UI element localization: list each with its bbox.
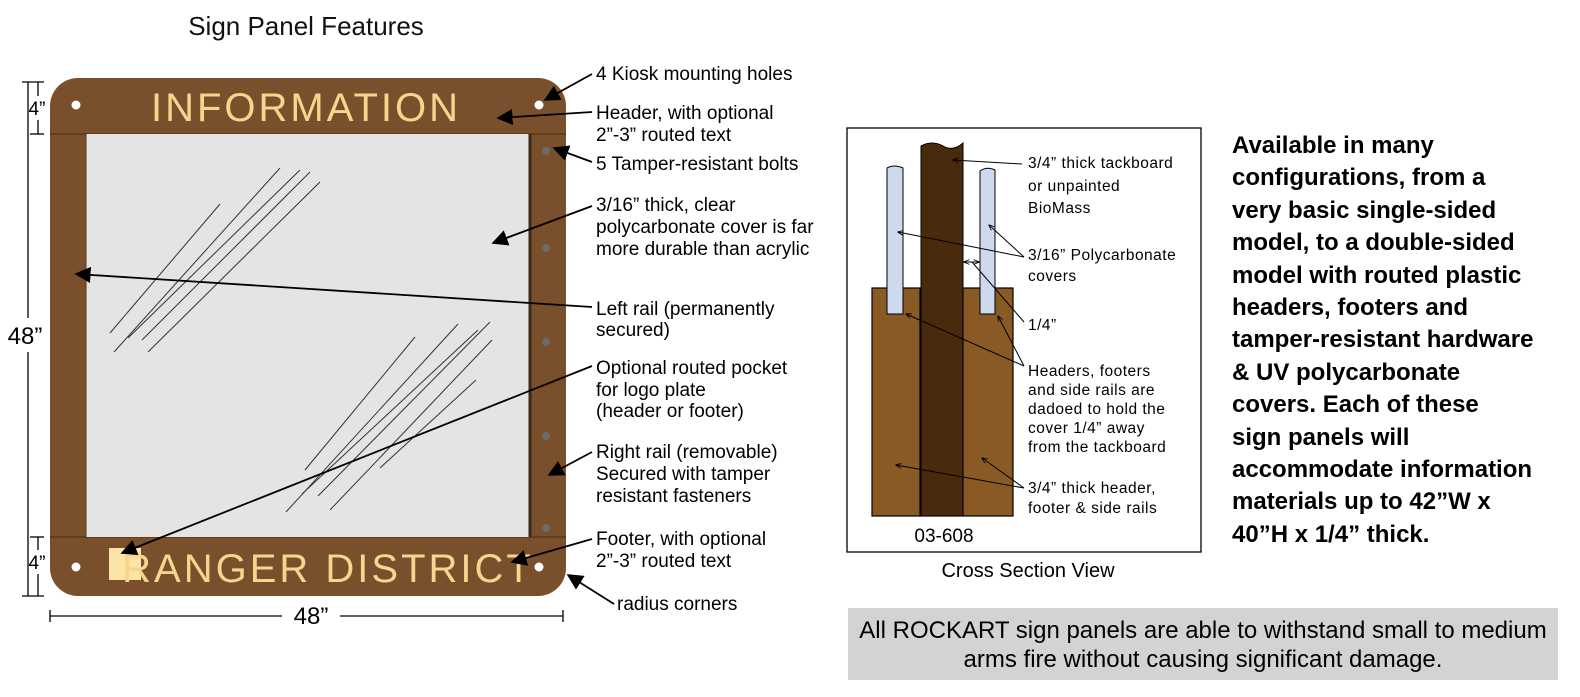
callout-cover: 3/16” thick, clear polycarbonate cover i…	[596, 195, 814, 260]
mounting-holes	[71, 100, 544, 572]
callout-header: Header, with optional 2”-3” routed text	[596, 103, 773, 146]
svg-text:2”-3” routed text: 2”-3” routed text	[596, 551, 732, 572]
svg-text:Optional routed pocket: Optional routed pocket	[596, 358, 788, 379]
callout-radius-corners: radius corners	[617, 594, 737, 615]
svg-text:from the tackboard: from the tackboard	[1028, 439, 1166, 456]
description-line: very basic single-sided	[1232, 196, 1497, 224]
cs-label-gap: 1/4”	[1028, 317, 1057, 334]
svg-text:secured): secured)	[596, 320, 670, 341]
callout-left-rail: Left rail (permanently secured)	[596, 299, 775, 341]
tamper-bolts	[542, 147, 550, 532]
svg-text:4 Kiosk mounting holes: 4 Kiosk mounting holes	[596, 64, 792, 85]
svg-text:footer & side rails: footer & side rails	[1028, 500, 1157, 517]
svg-text:Footer, with optional: Footer, with optional	[596, 529, 766, 550]
description-line: headers, footers and	[1232, 294, 1469, 322]
svg-text:radius corners: radius corners	[617, 594, 737, 615]
callout-mounting-holes: 4 Kiosk mounting holes	[596, 64, 792, 85]
svg-text:Secured with tamper: Secured with tamper	[596, 464, 771, 485]
polycarb-left	[886, 165, 904, 315]
cs-label-rails: 3/4” thick header, footer & side rails	[1028, 480, 1157, 517]
callout-footer: Footer, with optional 2”-3” routed text	[596, 529, 766, 572]
description-line: tamper-resistant hardware	[1232, 326, 1534, 354]
cs-label-tackboard: 3/4” thick tackboard or unpainted BioMas…	[1028, 155, 1173, 217]
description-line: & UV polycarbonate	[1232, 358, 1461, 386]
svg-text:cover 1/4” away: cover 1/4” away	[1028, 420, 1145, 437]
svg-text:3/4” thick tackboard: 3/4” thick tackboard	[1028, 155, 1173, 172]
part-number: 03-608	[914, 526, 973, 547]
dim-width-label: 48”	[294, 603, 329, 630]
svg-text:3/4” thick header,: 3/4” thick header,	[1028, 480, 1156, 497]
svg-text:covers: covers	[1028, 268, 1077, 285]
dim-header-label: 4”	[29, 99, 46, 120]
description-line: configurations, from a	[1232, 164, 1486, 192]
glare-lines	[109, 167, 493, 513]
svg-text:2”-3” routed text: 2”-3” routed text	[596, 125, 732, 146]
svg-text:5 Tamper-resistant bolts: 5 Tamper-resistant bolts	[596, 154, 798, 175]
svg-text:more durable than acrylic: more durable than acrylic	[596, 239, 809, 260]
callout-logo-pocket: Optional routed pocket for logo plate (h…	[596, 358, 788, 422]
svg-text:or unpainted: or unpainted	[1028, 178, 1120, 195]
polycarbonate-cover	[86, 134, 530, 537]
svg-text:(header or footer): (header or footer)	[596, 401, 744, 422]
cross-section	[846, 127, 1202, 553]
svg-text:Header, with optional: Header, with optional	[596, 103, 773, 124]
description-line: accommodate information	[1232, 456, 1533, 484]
description-line: sign panels will	[1232, 423, 1410, 451]
banner-line: All ROCKART sign panels are able to with…	[859, 617, 1547, 644]
svg-text:Left rail (permanently: Left rail (permanently	[596, 299, 775, 320]
svg-text:resistant fasteners: resistant fasteners	[596, 486, 751, 507]
cs-label-dadoed: Headers, footers and side rails are dado…	[1028, 363, 1166, 456]
svg-text:Right rail (removable): Right rail (removable)	[596, 442, 778, 463]
svg-text:3/16” thick, clear: 3/16” thick, clear	[596, 195, 736, 216]
cross-section-leaders	[896, 160, 1025, 489]
svg-text:Headers, footers: Headers, footers	[1028, 363, 1151, 380]
durability-banner: All ROCKART sign panels are able to with…	[848, 608, 1558, 680]
callout-bolts: 5 Tamper-resistant bolts	[596, 154, 798, 175]
cs-label-polycarbonate: 3/16” Polycarbonate covers	[1028, 247, 1176, 285]
svg-text:BioMass: BioMass	[1028, 200, 1091, 217]
dim-footer-label: 4”	[29, 553, 46, 574]
description-line: materials up to 42”W x	[1232, 488, 1491, 516]
svg-text:polycarbonate cover is far: polycarbonate cover is far	[596, 217, 814, 238]
sign-footer-text: RANGER DISTRICT	[122, 547, 534, 591]
description-line: covers. Each of these	[1232, 391, 1479, 419]
sign-header-text: INFORMATION	[151, 86, 461, 130]
description-text: Available in many configurations, from a…	[1232, 130, 1572, 551]
banner-line: arms fire without causing significant da…	[963, 646, 1443, 673]
page-title: Sign Panel Features	[188, 11, 424, 41]
svg-text:3/16” Polycarbonate: 3/16” Polycarbonate	[1028, 247, 1176, 264]
description-line: 40”H x 1/4” thick.	[1232, 520, 1430, 548]
callout-right-rail: Right rail (removable) Secured with tamp…	[596, 442, 778, 507]
description-line: Available in many	[1232, 132, 1434, 159]
svg-text:for logo plate: for logo plate	[596, 380, 706, 401]
dimension-lines	[22, 81, 564, 622]
polycarb-right	[979, 167, 996, 315]
sign-panel: INFORMATION RANGER DISTRICT	[50, 78, 566, 596]
svg-text:1/4”: 1/4”	[1028, 317, 1057, 334]
svg-text:and side rails are: and side rails are	[1028, 382, 1155, 399]
description-line: model with routed plastic	[1232, 261, 1522, 289]
svg-text:dadoed to hold the: dadoed to hold the	[1028, 401, 1165, 418]
dim-height-label: 48”	[8, 323, 43, 350]
cross-section-caption: Cross Section View	[941, 560, 1115, 582]
description-line: model, to a double-sided	[1232, 229, 1515, 257]
callout-arrows	[74, 73, 615, 605]
